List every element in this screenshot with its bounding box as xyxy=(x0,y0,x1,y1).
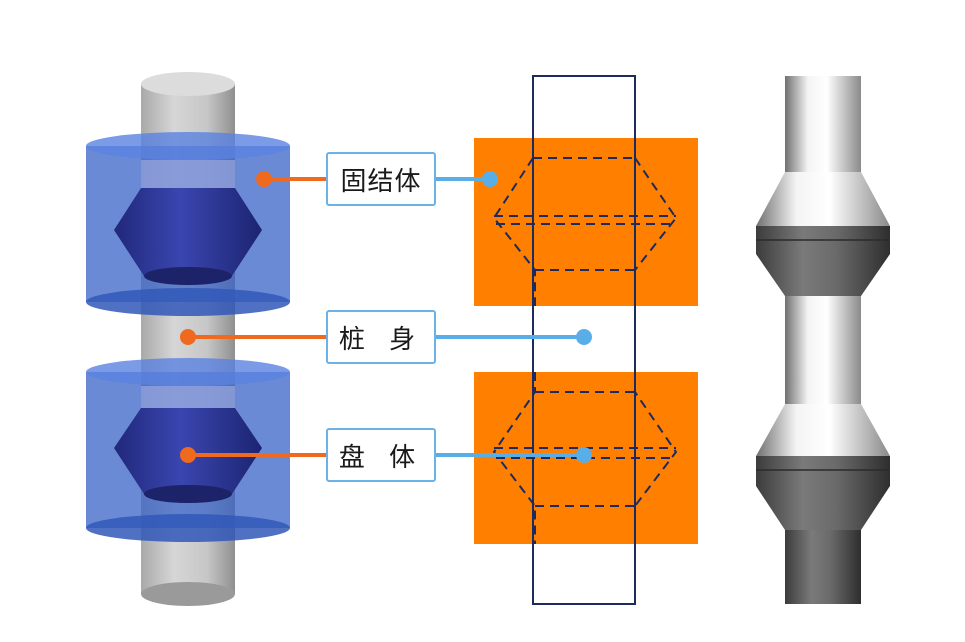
connector-dot-solid-left xyxy=(256,171,272,187)
connector-dot-solid-right xyxy=(482,171,498,187)
pile-section-drawing xyxy=(474,75,698,605)
connector-dot-disk-left xyxy=(180,447,196,463)
shaft-segment-bottom xyxy=(785,530,861,604)
disk-outline-lower xyxy=(492,372,678,544)
connector-dot-shaft-left xyxy=(180,329,196,345)
label-disk-body: 盘 体 xyxy=(326,428,436,482)
connector-dot-shaft-right xyxy=(576,329,592,345)
solidified-body-upper xyxy=(86,132,290,316)
cone-upper-top xyxy=(756,172,890,226)
pile-solid-render xyxy=(756,76,890,604)
cone-lower-top xyxy=(756,404,890,456)
disk-body-upper xyxy=(114,188,262,276)
pile-outline xyxy=(532,75,636,605)
disk-band-lower xyxy=(756,456,890,486)
shaft-segment-top xyxy=(785,76,861,172)
pile-shaft-top xyxy=(141,72,235,96)
disk-outline-upper xyxy=(492,157,678,306)
label-solidified-body: 固结体 xyxy=(326,152,436,206)
orange-block-upper xyxy=(474,138,698,306)
connector-dot-disk-right xyxy=(576,447,592,463)
cone-lower-bottom xyxy=(756,486,890,530)
pile-shaft-bottom xyxy=(141,582,235,606)
solidified-body-lower xyxy=(86,358,290,542)
pile-3d-cutaway xyxy=(86,72,290,606)
shaft-segment-middle xyxy=(785,296,861,404)
cone-upper-bottom xyxy=(756,254,890,296)
label-pile-shaft: 桩 身 xyxy=(326,310,436,364)
